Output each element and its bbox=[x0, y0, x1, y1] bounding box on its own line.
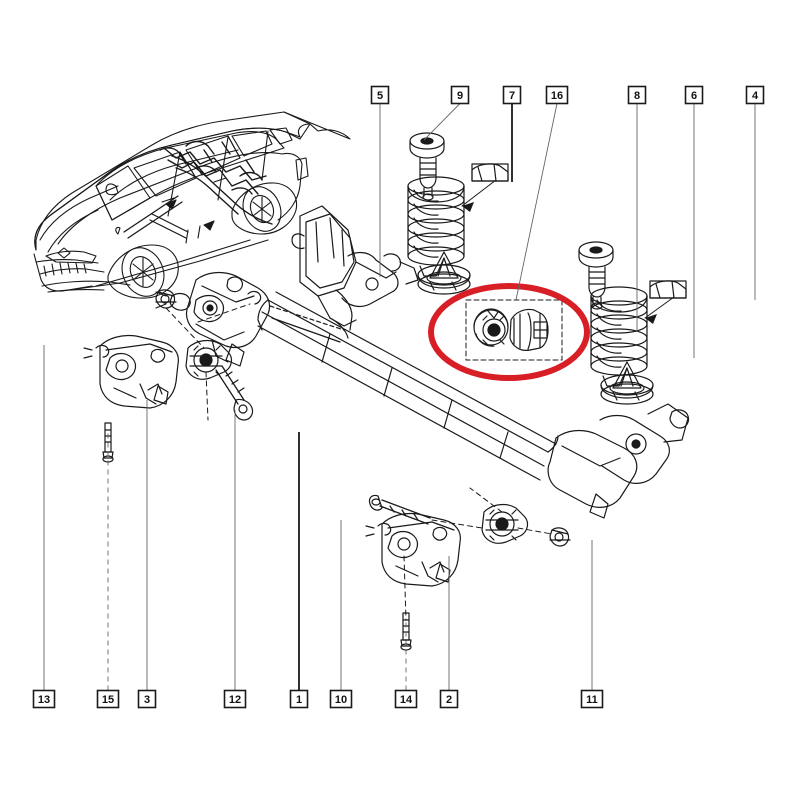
callout-label: 1 bbox=[296, 694, 302, 706]
bump-stop-right bbox=[600, 361, 654, 405]
coil-spring-left-body bbox=[407, 176, 465, 266]
vehicle-illustration bbox=[33, 111, 351, 299]
leader-lines bbox=[43, 103, 756, 691]
callout-11[interactable]: 11 bbox=[580, 689, 604, 709]
callout-3[interactable]: 3 bbox=[137, 689, 157, 709]
callout-4[interactable]: 4 bbox=[745, 85, 765, 105]
callout-label: 12 bbox=[229, 694, 241, 706]
callout-label: 15 bbox=[102, 694, 114, 706]
bump-stop-left bbox=[417, 251, 471, 295]
leader-line-9 bbox=[423, 103, 461, 141]
callout-7[interactable]: 7 bbox=[502, 85, 522, 105]
callout-label: 2 bbox=[446, 694, 452, 706]
callout-label: 7 bbox=[509, 90, 515, 102]
coil-spring-right-body bbox=[590, 286, 648, 376]
callout-label: 4 bbox=[752, 90, 759, 102]
callout-label: 3 bbox=[144, 694, 150, 706]
callout-15[interactable]: 15 bbox=[96, 689, 120, 709]
bracket-bolt-left bbox=[102, 422, 114, 463]
callout-10[interactable]: 10 bbox=[329, 689, 353, 709]
callout-label: 9 bbox=[457, 90, 463, 102]
callout-label: 6 bbox=[691, 90, 697, 102]
callout-1[interactable]: 1 bbox=[289, 689, 309, 709]
spring-pad-tag-left bbox=[471, 163, 509, 182]
torsion-beam-axle bbox=[155, 205, 690, 519]
callout-14[interactable]: 14 bbox=[394, 689, 418, 709]
leader-line-16 bbox=[515, 103, 558, 301]
callout-5[interactable]: 5 bbox=[370, 85, 390, 105]
spring-bolt-right bbox=[578, 241, 614, 310]
spring-pad-tag-right bbox=[649, 280, 687, 299]
callout-12[interactable]: 12 bbox=[223, 689, 247, 709]
callout-label: 16 bbox=[551, 90, 563, 102]
callout-16[interactable]: 16 bbox=[545, 85, 569, 105]
callout-8[interactable]: 8 bbox=[627, 85, 647, 105]
trailing-arm-bracket-left bbox=[83, 289, 254, 421]
callout-label: 5 bbox=[377, 90, 383, 102]
axle-bushing-pair bbox=[428, 283, 590, 381]
callout-2[interactable]: 2 bbox=[439, 689, 459, 709]
callout-13[interactable]: 13 bbox=[32, 689, 56, 709]
coil-spring-right bbox=[578, 241, 687, 405]
callout-6[interactable]: 6 bbox=[684, 85, 704, 105]
callout-boxes: 5 9 7 16 8 6 4 13 15 3 12 1 10 14 2 11 bbox=[32, 85, 765, 709]
callout-9[interactable]: 9 bbox=[450, 85, 470, 105]
trailing-arm-bracket-right bbox=[365, 487, 571, 621]
callout-label: 10 bbox=[335, 694, 347, 706]
highlight-ellipse bbox=[428, 283, 590, 381]
callout-label: 14 bbox=[400, 694, 413, 706]
callout-label: 8 bbox=[634, 90, 640, 102]
callout-label: 11 bbox=[586, 694, 598, 706]
callout-label: 13 bbox=[38, 694, 50, 706]
